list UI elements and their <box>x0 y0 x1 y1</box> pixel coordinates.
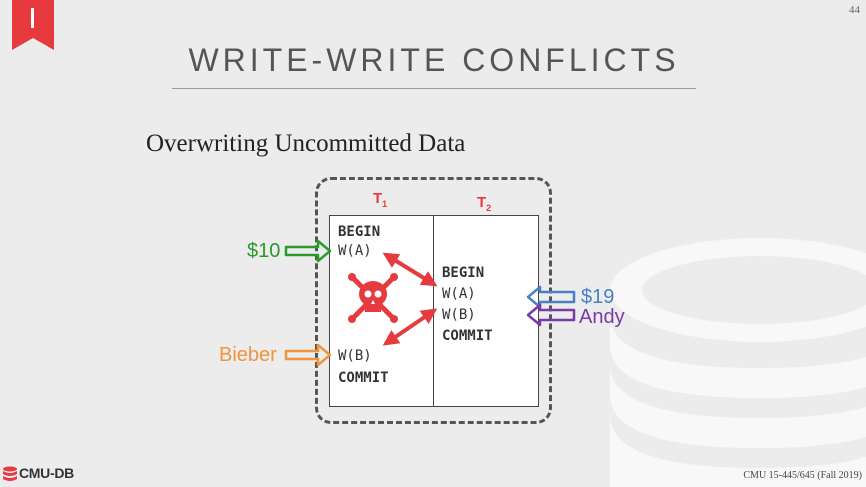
page-number: 44 <box>849 4 860 16</box>
value-t2-b: Andy <box>579 306 625 328</box>
t1-write-a: W(A) <box>338 243 372 259</box>
t1-commit: COMMIT <box>338 370 389 386</box>
value-t1-b: Bieber <box>219 344 277 366</box>
value-t1-a: $10 <box>247 240 281 262</box>
title-divider <box>172 88 696 89</box>
t2-write-b: W(B) <box>442 307 476 323</box>
t2-begin: BEGIN <box>442 265 485 281</box>
bookmark-icon <box>12 0 54 50</box>
t1-label: T1 <box>373 190 388 209</box>
footer-course: CMU 15-445/645 (Fall 2019) <box>743 470 862 481</box>
t2-commit: COMMIT <box>442 328 493 344</box>
footer-logo-text: CMU-DB <box>19 465 74 481</box>
t1-write-b: W(B) <box>338 348 372 364</box>
t2-write-a: W(A) <box>442 286 476 302</box>
t2-label: T2 <box>477 194 492 213</box>
slide-title: WRITE-WRITE CONFLICTS <box>188 42 680 78</box>
t1-begin: BEGIN <box>338 224 381 240</box>
slide-subtitle: Overwriting Uncommitted Data <box>146 130 466 157</box>
database-icon <box>3 466 17 481</box>
value-t2-a: $19 <box>581 286 615 308</box>
schedule-column-divider <box>433 215 434 407</box>
